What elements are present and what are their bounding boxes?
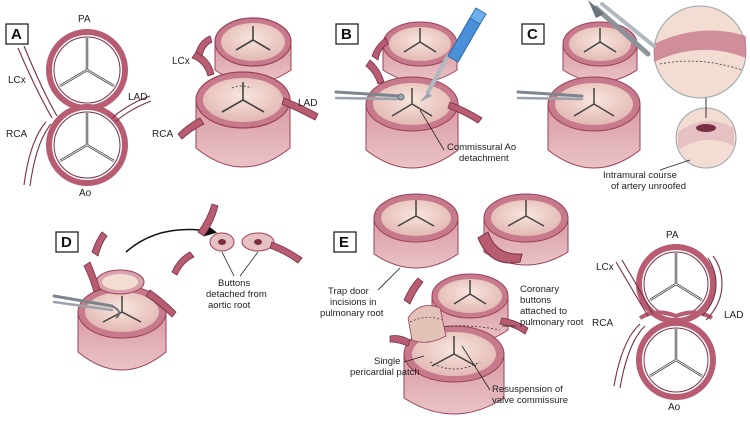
label-lad: LAD xyxy=(128,92,147,103)
callout-line-resuspension xyxy=(461,345,491,391)
final-label-pa: PA xyxy=(666,230,679,241)
label-lcx: LCx xyxy=(8,75,26,86)
final-ao-valve xyxy=(636,320,716,400)
final-label-lcx: LCx xyxy=(596,262,614,273)
panel-e: E Trap door incisions in pulmonary root xyxy=(320,193,584,415)
ao-schematic-valve xyxy=(46,104,128,186)
coronary-vessels-schematic xyxy=(17,45,152,187)
callout-resuspension: Resuspension of valve commissure xyxy=(492,384,568,406)
panel-b-letter-box xyxy=(335,23,359,45)
panel-b: B Commi xyxy=(334,7,519,169)
label-lcx-perspective: LCx xyxy=(172,56,190,67)
label-lad-perspective: LAD xyxy=(298,98,317,109)
callout-c: Intramural course of artery unroofed xyxy=(603,170,686,192)
final-vessels xyxy=(613,255,723,389)
vessels-d xyxy=(83,231,177,318)
callout-line-d xyxy=(221,251,259,277)
scissors-icon xyxy=(588,0,656,57)
detached-coronary-buttons xyxy=(171,203,303,276)
label-ao: Ao xyxy=(79,188,92,199)
final-patch xyxy=(638,310,714,320)
panel-d-letter-box xyxy=(55,231,79,253)
pa-root-b xyxy=(382,21,458,83)
callout-line-b xyxy=(419,109,445,151)
panel-e-letter: E xyxy=(339,234,349,251)
forceps-icon-c xyxy=(516,90,584,101)
pericardial-patch xyxy=(407,305,447,343)
final-pa-valve xyxy=(636,244,716,324)
coronary-vessels-perspective xyxy=(177,35,319,140)
final-label-rca: RCA xyxy=(592,318,613,329)
callout-patch: Single pericardial patch xyxy=(350,356,420,378)
callout-b: Commissural Ao detachment xyxy=(447,142,519,164)
final-label-ao: Ao xyxy=(668,402,681,413)
ao-root-c xyxy=(547,76,641,169)
panel-c-letter-box xyxy=(521,23,545,45)
pa-root-flap xyxy=(477,193,569,266)
pa-schematic-valve xyxy=(46,29,128,111)
label-rca: RCA xyxy=(6,129,27,140)
label-rca-perspective: RCA xyxy=(152,129,173,140)
panel-c: C xyxy=(516,0,747,192)
panel-c-letter: C xyxy=(527,26,538,43)
panel-d: D xyxy=(52,203,303,371)
pa-root-c xyxy=(562,21,638,83)
label-pa: PA xyxy=(78,14,91,25)
callout-trap-door: Trap door incisions in pulmonary root xyxy=(320,286,384,319)
panel-a-letter-box xyxy=(5,23,29,45)
magnified-view-bottom xyxy=(675,107,737,169)
callout-d: Buttons detached from aortic root xyxy=(206,278,269,311)
panel-a-letter: A xyxy=(11,26,22,43)
forceps-icon xyxy=(334,90,405,101)
forceps-icon-d xyxy=(52,294,121,319)
callout-line-c xyxy=(659,159,691,171)
callout-coronary-buttons: Coronary buttons attached to pulmonary r… xyxy=(520,284,584,328)
panel-a: A PA Ao LCx LAD RCA xyxy=(5,14,319,199)
pa-root-perspective xyxy=(214,17,292,84)
vessels-b xyxy=(365,37,483,124)
final-schematic: PA Ao LCx LAD RCA xyxy=(592,230,743,413)
final-label-lad: LAD xyxy=(724,310,743,321)
panel-d-letter: D xyxy=(61,234,72,251)
callout-line-trap xyxy=(377,267,401,291)
panel-e-letter-box xyxy=(333,231,357,253)
ao-root-b xyxy=(365,76,459,169)
ao-root-d xyxy=(77,269,167,371)
pa-root-trapdoor xyxy=(373,193,459,269)
callout-line-patch xyxy=(403,355,425,363)
panel-b-letter: B xyxy=(341,26,352,43)
magnified-view-top xyxy=(653,5,747,99)
ao-root-perspective xyxy=(195,71,291,168)
scalpel-icon xyxy=(420,7,487,102)
